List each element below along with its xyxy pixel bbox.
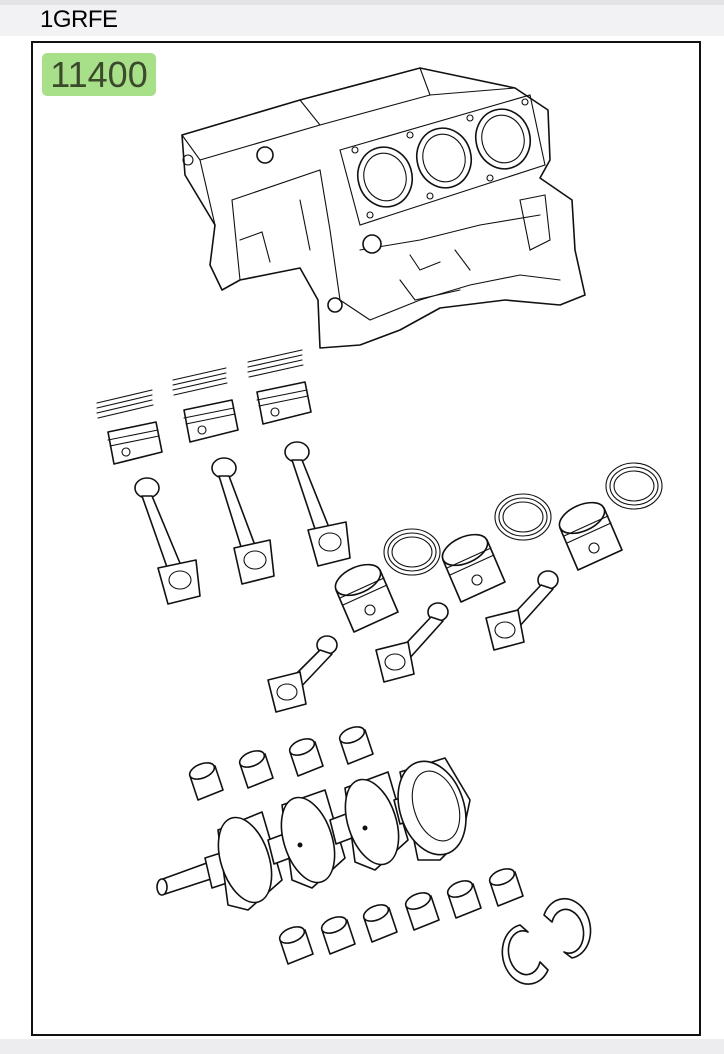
piston-group-left[interactable]: [107, 381, 312, 465]
crankshaft-bearing-lower-group[interactable]: [277, 866, 524, 965]
piston-group-right[interactable]: [331, 496, 623, 633]
engine-code-label: 1GRFE: [40, 6, 118, 33]
part-number-badge[interactable]: 11400: [42, 53, 156, 96]
connecting-rod-group-right[interactable]: [267, 570, 559, 713]
crankshaft[interactable]: [156, 752, 477, 911]
top-bar: [0, 0, 724, 5]
cylinder-block[interactable]: [181, 67, 586, 349]
connecting-rod-group-left[interactable]: [134, 441, 351, 605]
thrust-washer-group[interactable]: [501, 897, 592, 985]
crankshaft-bearing-upper-group[interactable]: [187, 724, 374, 801]
piston-ring-set-group-left[interactable]: [96, 349, 304, 419]
bottom-bar: [0, 1039, 724, 1054]
piston-ring-set-group-right[interactable]: [383, 462, 663, 576]
